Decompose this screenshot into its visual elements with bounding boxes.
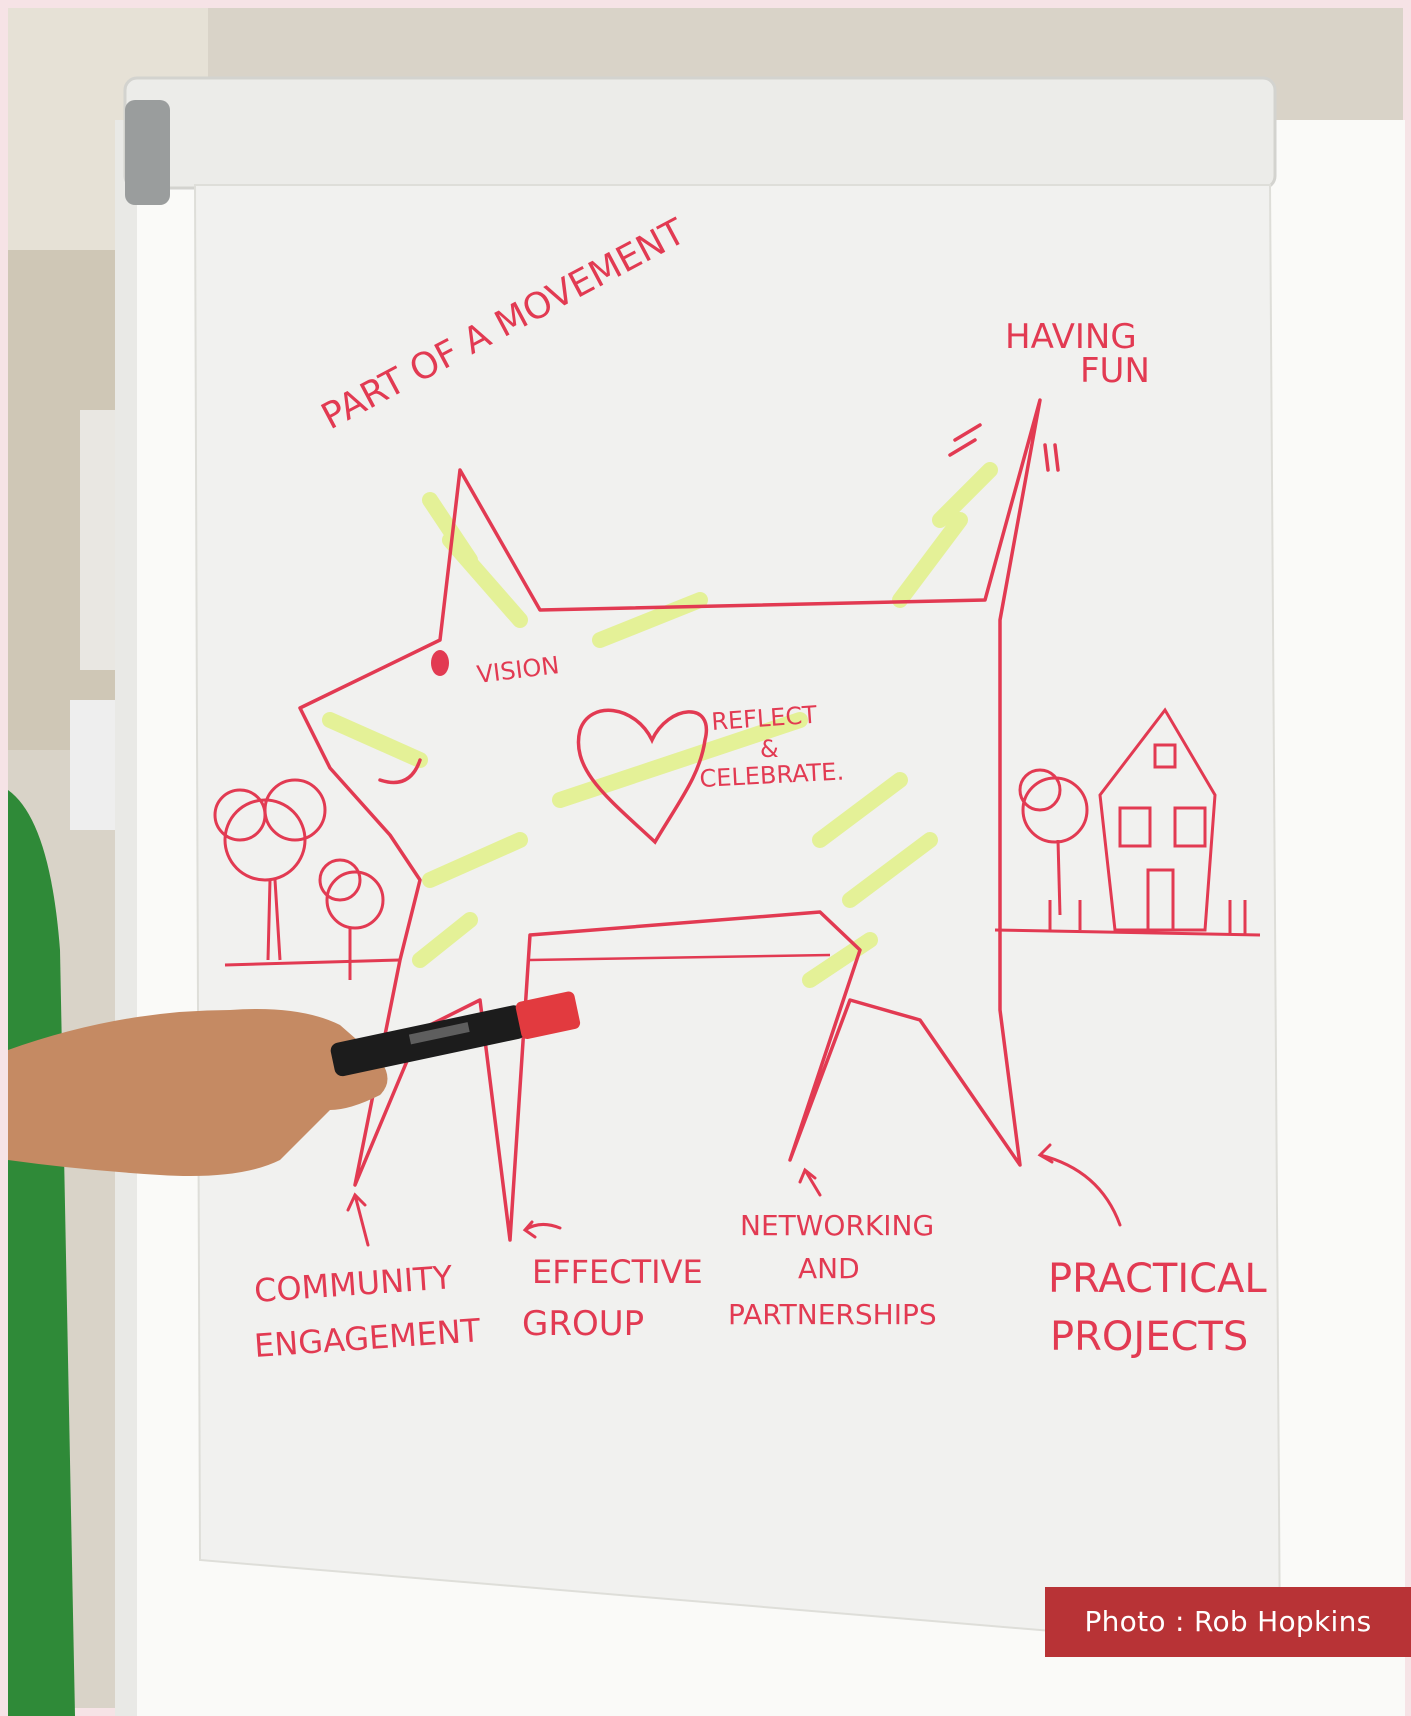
ground-line [529,953,831,962]
dog-eye [431,650,449,676]
dog-outline [298,398,1042,1242]
label-practical: PRACTICAL [1048,1256,1267,1302]
dog-mouth [378,758,422,785]
label-having: HAVING [1005,317,1137,357]
marker-label [408,1022,470,1045]
highlighter-shading [322,462,998,988]
hand [8,1009,388,1176]
label-projects: PROJECTS [1050,1314,1248,1360]
heart-icon [576,708,709,845]
label-networking: NETWORKING [740,1209,934,1242]
label-and: AND [798,1252,860,1285]
photo-credit-badge: Photo : Rob Hopkins [1045,1587,1411,1657]
arrows [346,1143,1122,1247]
roll-cap [125,100,170,205]
dog-drawing [298,398,1060,1242]
green-shirt [8,790,75,1716]
wall-sign [70,700,120,830]
label-effective: EFFECTIVE [532,1253,703,1291]
trees-left [213,778,401,980]
marker-cap [515,991,581,1039]
board-edge [115,120,137,1716]
paper-roll [123,76,1277,190]
label-group: GROUP [522,1304,644,1344]
arrow-networking [798,1167,822,1197]
label-ampersand: & [760,735,779,763]
arrow-effective [522,1220,562,1239]
marker-pen [330,991,581,1077]
label-fun: FUN [1080,351,1150,391]
house-drawing [994,707,1261,937]
arrow-practical [1037,1143,1122,1227]
tail-wag-marks [948,423,1060,472]
arrow-community [346,1192,370,1247]
label-partnerships: PARTNERSHIPS [728,1298,937,1331]
